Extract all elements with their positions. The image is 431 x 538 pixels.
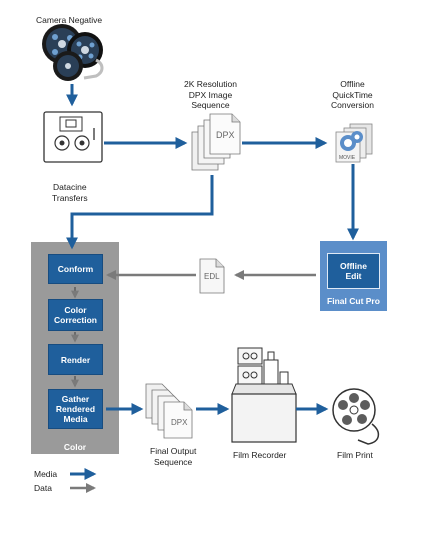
render-step: Render xyxy=(48,344,103,375)
dpx-icon-text: DPX xyxy=(216,130,235,140)
final-output-stack-icon: DPX xyxy=(145,383,193,439)
final-cut-pro-label: Final Cut Pro xyxy=(327,296,380,306)
edl-document-icon: EDL xyxy=(199,258,225,294)
color-correction-step: Color Correction xyxy=(48,299,103,331)
offline-conversion-label: Offline QuickTime Conversion xyxy=(331,79,374,110)
datacine-machine-icon xyxy=(43,111,103,163)
movie-icon-text: MOVIE xyxy=(339,155,356,161)
film-print-label: Film Print xyxy=(337,450,373,460)
dpx-sequence-label: 2K Resolution DPX Image Sequence xyxy=(184,79,237,110)
legend-data-label: Data xyxy=(34,483,52,493)
gather-rendered-media-step: Gather Rendered Media xyxy=(48,389,103,429)
color-panel-label: Color xyxy=(63,442,87,452)
final-output-label: Final Output Sequence xyxy=(150,446,197,467)
dpx-stack-icon: DPX xyxy=(191,113,241,171)
conform-step: Conform xyxy=(48,254,103,284)
arrow-dpx-to-conform xyxy=(66,175,214,250)
camera-negative-label: Camera Negative xyxy=(36,15,103,25)
legend-media-label: Media xyxy=(34,469,58,479)
offline-edit-box: Offline Edit xyxy=(327,253,380,289)
film-print-reel-icon xyxy=(332,388,380,445)
film-recorder-label: Film Recorder xyxy=(233,450,287,460)
film-recorder-icon xyxy=(231,347,297,443)
camera-negative-reel-icon xyxy=(42,24,104,81)
datacine-label: Datacine Transfers xyxy=(52,182,88,203)
edl-icon-text: EDL xyxy=(204,272,220,281)
output-dpx-icon-text: DPX xyxy=(171,418,188,427)
quicktime-movie-icon: MOVIE xyxy=(335,123,373,163)
